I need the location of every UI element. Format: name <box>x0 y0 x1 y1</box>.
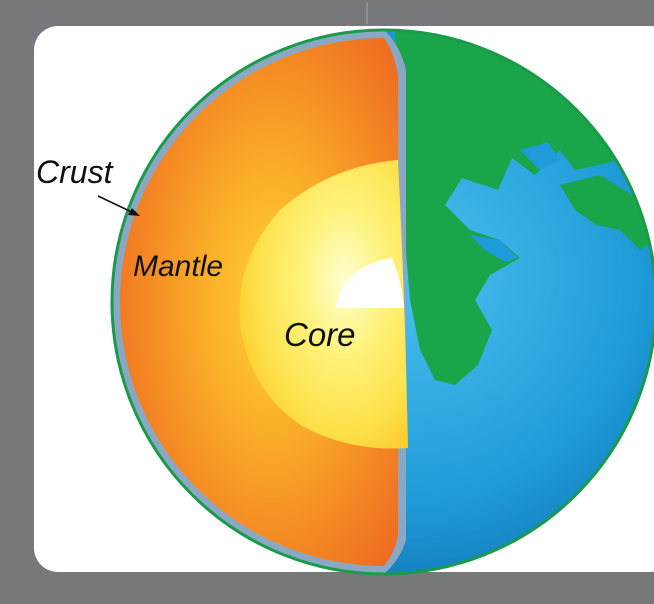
crust-pointer-line <box>97 195 137 215</box>
globe-outline <box>110 28 654 576</box>
frame-seam <box>366 2 368 24</box>
core-label: Core <box>284 316 356 353</box>
inner-core <box>336 258 404 308</box>
continents <box>395 30 654 385</box>
mantle-label: Mantle <box>133 250 224 283</box>
crust-pointer-head <box>128 208 140 216</box>
crust-label: Crust <box>36 154 113 190</box>
core <box>239 160 408 449</box>
